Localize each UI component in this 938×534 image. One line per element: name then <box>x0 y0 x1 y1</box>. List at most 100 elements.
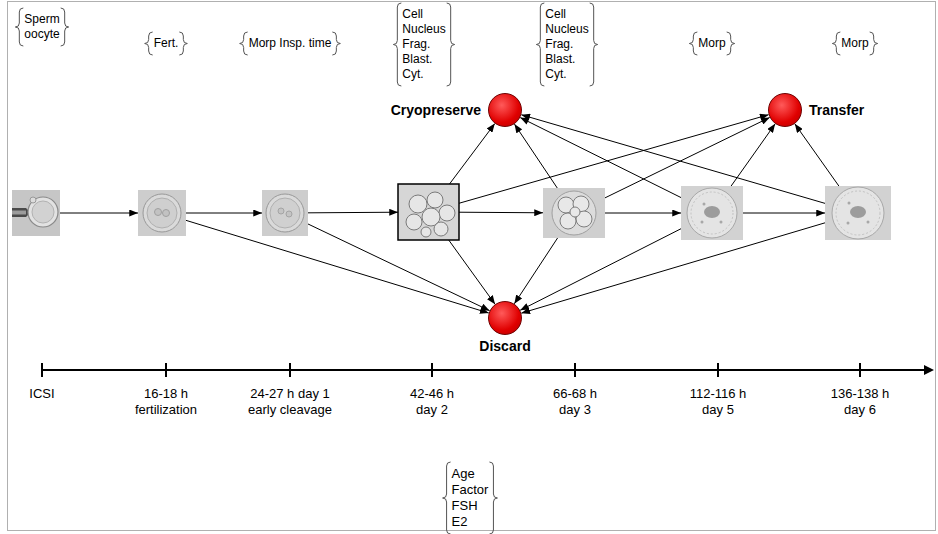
outcome-label: Transfer <box>809 103 864 118</box>
pronucleus <box>278 208 284 214</box>
embryo-stage: Morp <box>825 186 891 240</box>
axis-tick <box>165 363 167 377</box>
decision-circle: Cryopreserve <box>488 93 522 127</box>
axis-tick <box>289 363 291 377</box>
flow-arrow <box>520 118 681 198</box>
curly-bracket <box>689 32 697 55</box>
inner-cell-mass <box>704 206 720 218</box>
speckle <box>848 202 851 205</box>
blastomere <box>406 214 422 230</box>
micrograph-ground <box>262 190 308 236</box>
speckle <box>703 203 706 206</box>
curly-bracket <box>870 32 878 55</box>
micrograph-ground <box>138 190 186 236</box>
trophectoderm <box>691 192 733 234</box>
flow-arrow <box>514 124 557 188</box>
curly-bracket <box>489 462 497 534</box>
axis-tick <box>717 363 719 377</box>
time-label: 16-18 h fertilization <box>128 386 204 418</box>
pipette <box>12 208 29 217</box>
curly-bracket <box>15 8 23 46</box>
flow-arrow <box>743 213 825 214</box>
blastomere <box>439 205 455 221</box>
embryo-stage: Fert. <box>138 190 186 236</box>
axis-tick <box>41 363 43 377</box>
bracket-group <box>15 3 877 534</box>
time-label: 42-46 h day 2 <box>405 386 459 418</box>
embryo-stage: Cell Nucleus Frag. Blast. Cyt. <box>543 188 605 238</box>
pipette-bore <box>12 211 26 215</box>
zygote-zona <box>266 194 304 232</box>
frame <box>8 2 936 531</box>
zygote-cell <box>270 198 300 228</box>
curly-bracket <box>145 32 153 55</box>
zygote-cell <box>147 198 177 228</box>
assessment-note: Morp <box>841 36 868 51</box>
time-label: 136-138 h day 6 <box>828 386 892 418</box>
axis-arrowhead <box>924 365 934 375</box>
curly-bracket <box>61 8 69 46</box>
speckle <box>720 221 723 224</box>
flow-arrow <box>308 224 490 311</box>
axis-tick <box>859 363 861 377</box>
pronucleus <box>286 211 292 217</box>
flow-arrow <box>605 213 681 214</box>
decision-circle: Discard <box>488 301 522 335</box>
embryo-stage: Sperm oocyte <box>12 190 60 236</box>
flow-arrow <box>521 115 825 204</box>
flow-arrow <box>459 115 769 204</box>
inner-cell-mass <box>850 206 866 218</box>
assessment-note: Cell Nucleus Frag. Blast. Cyt. <box>402 7 445 82</box>
time-label: 24-27 h day 1 early cleavage <box>244 386 336 418</box>
assessment-note: Morp <box>698 36 725 51</box>
flow-arrow <box>605 117 770 197</box>
assessment-note: Cell Nucleus Frag. Blast. Cyt. <box>545 7 588 82</box>
pronucleus <box>155 209 162 216</box>
oocyte-zona <box>28 197 58 227</box>
speckle <box>867 221 870 224</box>
assessment-note: Fert. <box>154 36 179 51</box>
embryo-stage: Cell Nucleus Frag. Blast. Cyt. <box>398 184 459 240</box>
assessment-note: Morp Insp. time <box>249 36 332 51</box>
curly-bracket <box>443 462 451 534</box>
flow-arrow <box>60 213 138 214</box>
flow-arrow <box>308 212 398 214</box>
flow-arrow <box>514 238 557 304</box>
flow-arrow <box>450 124 495 184</box>
embryo-stage: Morp <box>681 186 743 240</box>
assessment-note: Sperm oocyte <box>24 12 59 42</box>
blastomere <box>434 222 448 236</box>
pronucleus <box>163 210 170 217</box>
trophectoderm <box>836 191 880 235</box>
flow-arrow <box>449 240 495 304</box>
micrograph-ground <box>681 186 743 240</box>
decision-circle: Transfer <box>768 93 802 127</box>
micrograph-ground <box>543 188 605 238</box>
micrograph-ground <box>398 184 459 240</box>
curly-bracket <box>332 32 340 55</box>
flow-arrow <box>186 220 489 313</box>
time-label: ICSI <box>29 386 54 402</box>
blastomere <box>427 192 443 208</box>
curly-bracket <box>727 32 735 55</box>
flow-arrow <box>731 124 775 186</box>
micrograph-ground <box>12 190 60 236</box>
blastomere <box>570 207 580 217</box>
embryo-stage: Morp Insp. time <box>262 190 308 236</box>
flow-arrow <box>520 229 681 311</box>
oocyte-cell <box>32 201 54 223</box>
curly-bracket <box>447 3 455 86</box>
flow-arrow <box>459 212 543 214</box>
curly-bracket <box>393 3 401 86</box>
flow-arrow <box>186 213 262 214</box>
curly-bracket <box>240 32 248 55</box>
flow-arrow <box>521 223 825 313</box>
speckle <box>701 221 704 224</box>
axis-tick <box>431 363 433 377</box>
time-label: 112-116 h day 5 <box>686 386 750 418</box>
speckle <box>847 222 850 225</box>
